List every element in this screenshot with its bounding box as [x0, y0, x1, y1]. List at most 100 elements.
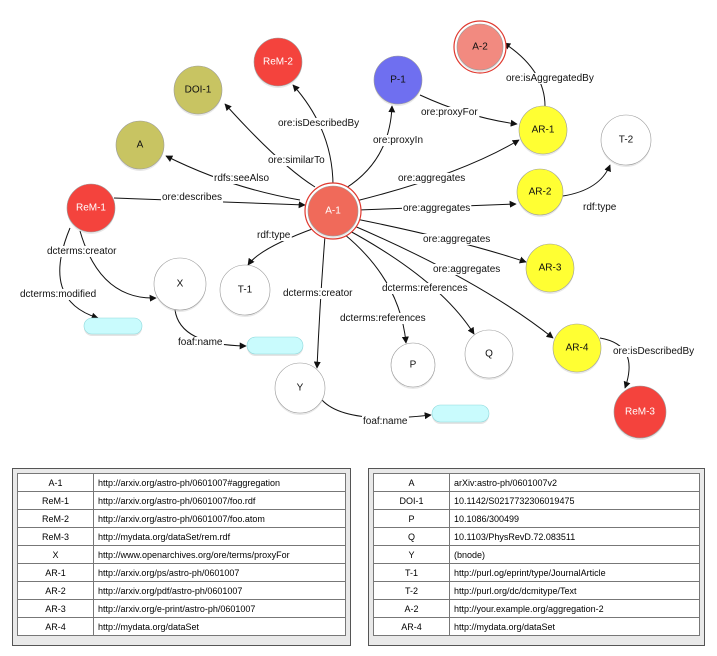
table-value-cell: http://arxiv.org/pdf/astro-ph/0601007 — [93, 581, 346, 600]
table-key-cell: ReM-1 — [17, 491, 94, 510]
node-a-1: A-1 — [304, 182, 362, 240]
node-label: P — [410, 360, 417, 371]
edge-label-e8: ore:aggregates — [398, 173, 465, 184]
table-value-cell: http://mydata.org/dataSet — [93, 617, 346, 636]
node-a-2: A-2 — [453, 20, 507, 74]
node-t-2: T-2 — [600, 114, 652, 167]
table-key-cell: T-1 — [373, 563, 450, 582]
edge-label-e15: dcterms:creator — [283, 288, 353, 299]
edge-label-e7: ore:isAggregatedBy — [506, 73, 594, 84]
edge-e15 — [313, 235, 326, 369]
node-y: Y — [274, 362, 326, 415]
node-label: P-1 — [390, 75, 406, 86]
table-value-cell: http://mydata.org/dataSet/rem.rdf — [93, 527, 346, 546]
table-value-cell: http://purl.og/eprint/type/JournalArticl… — [449, 563, 700, 582]
edge-e8 — [355, 139, 520, 202]
table-value-cell: 10.1142/S0217732306019475 — [449, 491, 700, 510]
table-key-cell: A-2 — [373, 599, 450, 618]
node-label: AR-3 — [539, 263, 562, 274]
edge-label-e13: ore:isDescribedBy — [613, 346, 694, 357]
node-x: X — [153, 257, 207, 312]
edge-e7 — [503, 42, 546, 107]
edge-label-e3: ore:similarTo — [268, 155, 325, 166]
table-key-cell: Q — [373, 527, 450, 546]
table-key-cell: P — [373, 509, 450, 528]
table-value-cell: http://your.example.org/aggregation-2 — [449, 599, 700, 618]
table-value-cell: http://purl.org/dc/dcmitype/Text — [449, 581, 700, 600]
node-a: A — [115, 120, 165, 171]
edge-label-e6: ore:proxyFor — [421, 107, 478, 118]
edge-label-e9: ore:aggregates — [403, 203, 470, 214]
table-key-cell: AR-4 — [373, 617, 450, 636]
edge-e21 — [321, 399, 432, 420]
node-p-1: P-1 — [373, 55, 423, 106]
table-key-cell: ReM-2 — [17, 509, 94, 528]
edge-e17 — [347, 229, 475, 335]
edge-e19 — [59, 227, 99, 320]
table-key-cell: X — [17, 545, 94, 564]
node-p: P — [390, 342, 436, 389]
table-value-cell: http://mydata.org/dataSet — [449, 617, 700, 636]
node-label: X — [177, 279, 184, 290]
edge-label-e12: ore:aggregates — [433, 264, 500, 275]
node-rem-2: ReM-2 — [253, 37, 303, 88]
table-value-cell: http://arxiv.org/e-print/astro-ph/060100… — [93, 599, 346, 618]
table-value-cell: (bnode) — [449, 545, 700, 564]
edge-e20 — [174, 309, 247, 350]
edge-label-e16: dcterms:references — [340, 313, 426, 324]
edge-label-e20: foaf:name — [178, 337, 223, 348]
edge-label-e11: ore:aggregates — [423, 234, 490, 245]
node-ar-1: AR-1 — [518, 105, 568, 156]
edge-label-e19: dcterms:modified — [20, 289, 96, 300]
edge-label-e5: ore:proxyIn — [373, 135, 423, 146]
ore-graph: A-1ReM-1ReM-2ReM-3ADOI-1P-1A-2AR-1AR-2AR… — [19, 20, 696, 440]
node-label: Q — [485, 349, 493, 360]
table-key-cell: AR-2 — [17, 581, 94, 600]
edge-label-e17: dcterms:references — [382, 283, 468, 294]
table-key-cell: DOI-1 — [373, 491, 450, 510]
node-rem-3: ReM-3 — [613, 385, 667, 440]
edge-e4 — [292, 84, 334, 187]
node-l1 — [83, 317, 143, 336]
node-label: A — [137, 140, 144, 151]
node-rem-1: ReM-1 — [66, 183, 116, 234]
table-value-cell: http://arxiv.org/astro-ph/0601007/foo.at… — [93, 509, 346, 528]
table-value-cell: http://www.openarchives.org/ore/terms/pr… — [93, 545, 346, 564]
table-key-cell: Y — [373, 545, 450, 564]
edge-label-e14: rdf:type — [257, 230, 291, 241]
table-row: Y(bnode) — [373, 545, 700, 564]
node-label: AR-4 — [566, 343, 589, 354]
edge-label-e10: rdf:type — [583, 202, 617, 213]
node-label: ReM-1 — [76, 203, 106, 214]
node-t-1: T-1 — [219, 264, 271, 317]
edge-e10 — [562, 164, 611, 197]
table-key-cell: A — [373, 473, 450, 492]
edge-e5 — [345, 105, 396, 189]
table-key-cell: T-2 — [373, 581, 450, 600]
node-q: Q — [464, 329, 514, 380]
table-key-cell: AR-3 — [17, 599, 94, 618]
table-key-cell: AR-4 — [17, 617, 94, 636]
node-label: T-2 — [619, 135, 634, 146]
table-key-cell: AR-1 — [17, 563, 94, 582]
node-label: A-1 — [325, 206, 341, 217]
node-label: Y — [297, 383, 304, 394]
node-doi-1: DOI-1 — [173, 65, 223, 116]
node-ar-3: AR-3 — [525, 243, 575, 294]
edge-label-e1: ore:describes — [162, 192, 222, 203]
